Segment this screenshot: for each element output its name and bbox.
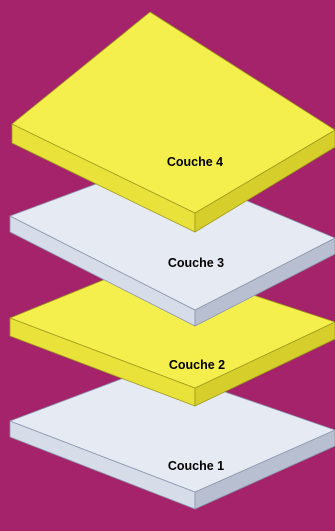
layer-3-label: Couche 3	[168, 256, 224, 270]
layer-2-label: Couche 2	[169, 358, 225, 372]
layer-4-label: Couche 4	[167, 155, 223, 169]
layer-1-label: Couche 1	[168, 459, 224, 473]
layer-4-top-face	[12, 12, 335, 213]
